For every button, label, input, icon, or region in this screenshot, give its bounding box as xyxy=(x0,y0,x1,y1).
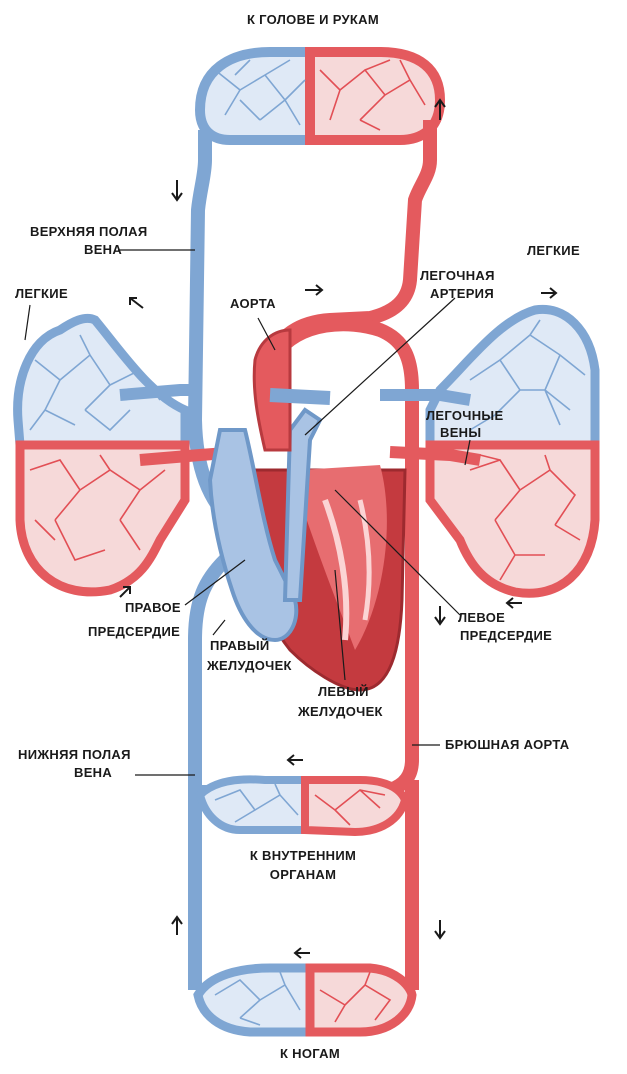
label-left-atrium-line2: ПРЕДСЕРДИЕ xyxy=(460,628,552,643)
label-left-atrium-line1: ЛЕВОЕ xyxy=(458,610,505,625)
arrow-down-icon xyxy=(172,180,182,200)
legs-capillary-bed xyxy=(198,968,412,1032)
label-pulm-artery-line2: АРТЕРИЯ xyxy=(430,286,494,301)
label-lungs-left: ЛЕГКИЕ xyxy=(15,286,68,301)
head-arms-capillary-bed xyxy=(200,52,440,140)
arrow-left-icon xyxy=(288,755,303,765)
label-left-ventricle-line2: ЖЕЛУДОЧЕК xyxy=(297,704,383,719)
label-aorta: АОРТА xyxy=(230,296,276,311)
label-pulm-veins-line2: ВЕНЫ xyxy=(440,425,481,440)
label-svc-line1: ВЕРХНЯЯ ПОЛАЯ xyxy=(30,224,147,239)
label-internal-organs-line1: К ВНУТРЕННИМ xyxy=(250,848,356,863)
label-ivc-line1: НИЖНЯЯ ПОЛАЯ xyxy=(18,747,131,762)
label-ivc-line2: ВЕНА xyxy=(74,765,112,780)
label-svc-line2: ВЕНА xyxy=(84,242,122,257)
label-lungs-right: ЛЕГКИЕ xyxy=(527,243,580,258)
label-left-ventricle-line1: ЛЕВЫЙ xyxy=(318,684,369,699)
inferior-vena-cava xyxy=(195,560,225,990)
label-head-arms: К ГОЛОВЕ И РУКАМ xyxy=(247,12,379,27)
label-right-atrium-line1: ПРАВОЕ xyxy=(125,600,181,615)
arrow-left-icon xyxy=(295,948,310,958)
label-right-atrium-line2: ПРЕДСЕРДИЕ xyxy=(88,624,180,639)
arrow-down-icon xyxy=(435,920,445,938)
arrow-right-icon xyxy=(541,288,556,298)
label-pulm-veins-line1: ЛЕГОЧНЫЕ xyxy=(426,408,503,423)
internal-organs-capillary-bed xyxy=(200,779,405,832)
arrow-right-icon xyxy=(305,285,322,295)
arrow-up-icon xyxy=(172,917,182,935)
label-abdominal-aorta: БРЮШНАЯ АОРТА xyxy=(445,737,570,752)
arrow-up-left-icon xyxy=(130,298,143,308)
arrow-left-icon xyxy=(507,598,522,608)
label-right-ventricle-line2: ЖЕЛУДОЧЕК xyxy=(206,658,292,673)
heart xyxy=(210,330,405,690)
label-right-ventricle-line1: ПРАВЫЙ xyxy=(210,638,270,653)
left-lung xyxy=(18,318,240,592)
label-legs: К НОГАМ xyxy=(280,1046,340,1061)
arrow-down-icon xyxy=(435,606,445,624)
label-internal-organs-line2: ОРГАНАМ xyxy=(270,867,336,882)
label-pulm-artery-line1: ЛЕГОЧНАЯ xyxy=(420,268,495,283)
